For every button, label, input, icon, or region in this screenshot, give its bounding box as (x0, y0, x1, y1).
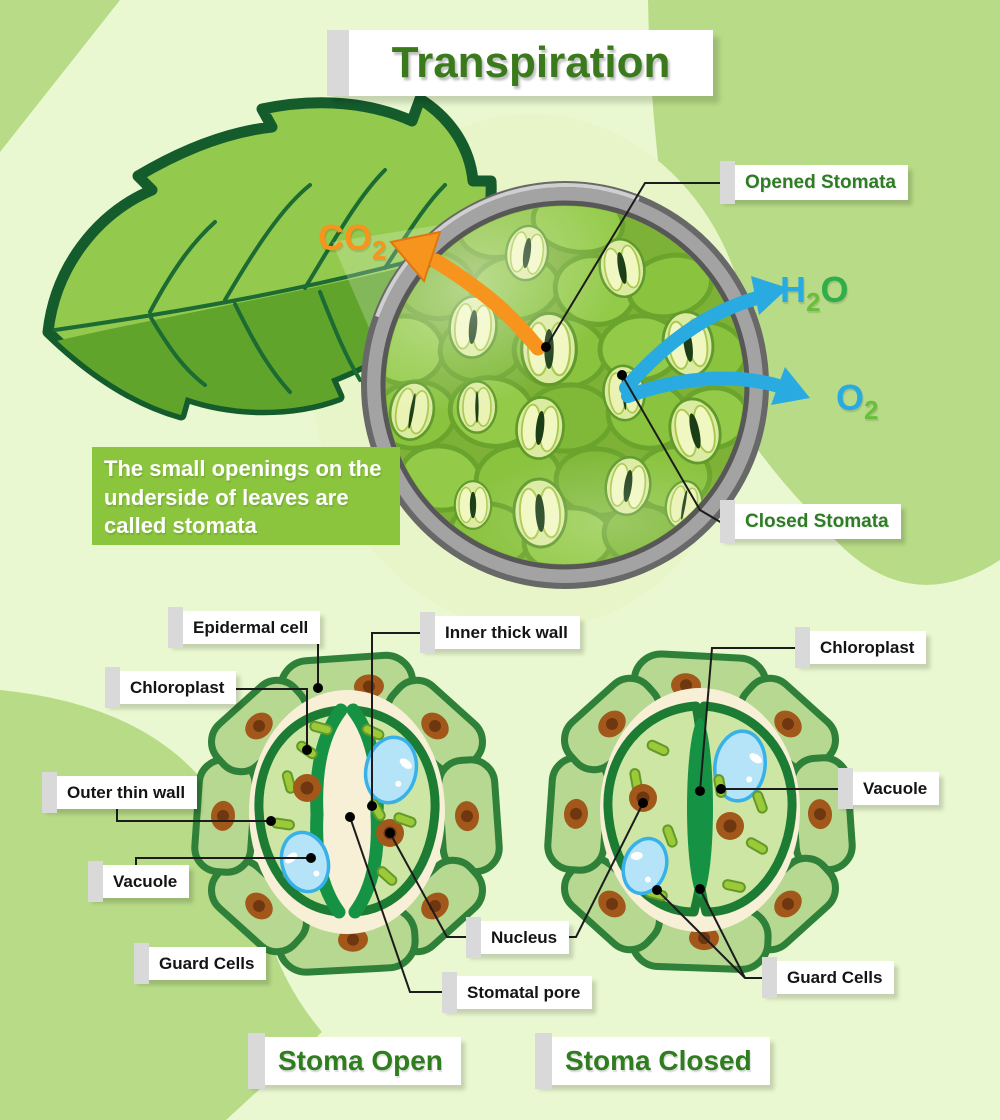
h2o-o: O (820, 269, 849, 310)
stoma-open-diagram (191, 651, 503, 976)
stoma-closed-diagram (544, 650, 856, 973)
info-line-3: called stomata (104, 513, 257, 539)
co2-label: CO2 (318, 217, 387, 265)
leader-dots (266, 342, 726, 895)
label-guard-cells-left: Guard Cells (134, 943, 267, 984)
label-inner-thick-wall: Inner thick wall (420, 612, 580, 653)
h2o-label: H2O (780, 269, 849, 317)
o2-subscript: 2 (864, 395, 879, 425)
label-guard-cells-right: Guard Cells (762, 957, 895, 998)
section-title-stoma-closed: Stoma Closed (535, 1033, 770, 1089)
label-vacuole-right: Vacuole (838, 768, 940, 809)
epidermal-ring (191, 651, 503, 976)
organelles-right (713, 729, 769, 893)
title-banner: Transpiration (327, 30, 713, 96)
o2-label: O2 (836, 377, 879, 425)
h2o-h: H (780, 269, 806, 310)
label-epidermal-cell: Epidermal cell (168, 607, 321, 648)
label-opened-stomata: Opened Stomata (720, 161, 908, 204)
o2-arrow (621, 367, 810, 405)
h2o-subscript: 2 (806, 287, 821, 317)
co2-subscript: 2 (372, 235, 387, 265)
label-outer-thin-wall: Outer thin wall (42, 772, 198, 813)
label-chloroplast-right: Chloroplast (795, 627, 927, 668)
section-title-stoma-open: Stoma Open (248, 1033, 461, 1089)
co2-formula: CO (318, 217, 372, 258)
h2o-arrow (619, 276, 788, 395)
o2-formula: O (836, 377, 865, 418)
info-box: The small openings on the underside of l… (92, 447, 400, 545)
label-stomatal-pore: Stomatal pore (442, 972, 593, 1013)
organelles-left (621, 739, 678, 902)
label-nucleus: Nucleus (466, 917, 570, 958)
co2-arrow (389, 230, 546, 356)
info-line-2: underside of leaves are (104, 484, 349, 510)
closed-pore-wall (687, 718, 713, 898)
page-title: Transpiration (391, 38, 671, 87)
label-closed-stomata: Closed Stomata (720, 500, 901, 543)
organelles-left (271, 720, 333, 894)
info-line-1: The small openings on the (104, 456, 382, 481)
label-chloroplast-left: Chloroplast (105, 667, 237, 708)
label-vacuole-left: Vacuole (88, 861, 190, 902)
